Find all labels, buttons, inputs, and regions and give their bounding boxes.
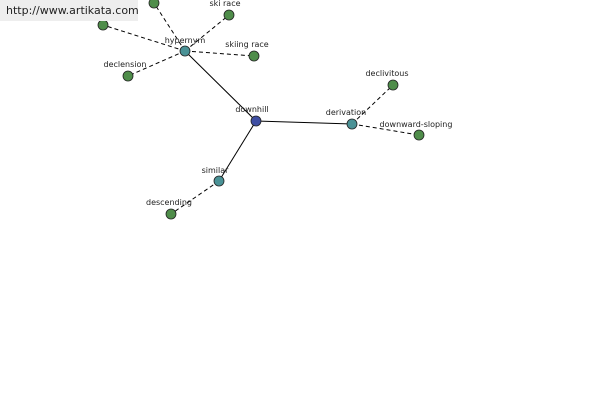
edge-hypernym-declension xyxy=(127,50,186,77)
node-leaf-top-b[interactable] xyxy=(97,19,109,31)
edge-derivation-declivitous xyxy=(351,84,394,125)
node-similar[interactable]: similar xyxy=(202,166,230,187)
edge-hypernym-leaf-top-a xyxy=(153,2,186,52)
nodes-layer: downhill hypernym derivation similar ski rac… xyxy=(97,0,453,220)
node-descending[interactable]: descending xyxy=(146,198,192,220)
edge-hypernym-leaf-top-b xyxy=(102,24,186,52)
edges-layer xyxy=(102,2,420,215)
node-dot-declivitous[interactable] xyxy=(387,79,399,91)
edge-similar-descending xyxy=(170,180,220,215)
node-label-ski-race: ski race xyxy=(209,0,240,8)
node-label-descending: descending xyxy=(146,198,192,207)
node-downhill[interactable]: downhill xyxy=(235,105,269,127)
node-dot-leaf-top-a[interactable] xyxy=(148,0,160,9)
node-dot-hypernym[interactable] xyxy=(179,45,191,57)
edge-derivation-downward-sloping xyxy=(351,123,420,136)
node-label-declivitous: declivitous xyxy=(365,69,408,78)
node-dot-ski-race[interactable] xyxy=(223,9,235,21)
edge-hypernym-skiing-race xyxy=(184,50,255,57)
edge-downhill-hypernym xyxy=(184,50,257,122)
node-skiing-race[interactable]: skiing race xyxy=(225,40,269,62)
source-url-label[interactable]: http://www.artikata.com xyxy=(0,0,139,21)
node-leaf-top-a[interactable] xyxy=(148,0,160,9)
node-ski-race[interactable]: ski race xyxy=(209,0,241,21)
node-hypernym[interactable]: hypernym xyxy=(165,36,206,57)
node-label-skiing-race: skiing race xyxy=(225,40,269,49)
node-dot-downhill[interactable] xyxy=(250,115,262,127)
node-label-declension: declension xyxy=(104,60,147,69)
node-dot-similar[interactable] xyxy=(213,175,225,187)
edge-downhill-derivation xyxy=(255,120,353,125)
node-declivitous[interactable]: declivitous xyxy=(365,69,409,91)
node-dot-descending[interactable] xyxy=(165,208,177,220)
node-dot-skiing-race[interactable] xyxy=(248,50,260,62)
node-dot-downward-sloping[interactable] xyxy=(413,129,425,141)
node-label-downward-sloping: downward-sloping xyxy=(380,120,453,129)
node-label-derivation: derivation xyxy=(326,108,366,117)
node-declension[interactable]: declension xyxy=(104,60,147,82)
node-dot-declension[interactable] xyxy=(122,70,134,82)
node-dot-derivation[interactable] xyxy=(346,118,358,130)
node-derivation[interactable]: derivation xyxy=(326,108,366,130)
node-label-similar: similar xyxy=(202,166,230,175)
edge-hypernym-ski-race xyxy=(184,14,230,52)
node-label-hypernym: hypernym xyxy=(165,36,206,45)
edge-downhill-similar xyxy=(218,120,257,182)
node-label-downhill: downhill xyxy=(235,105,268,114)
node-dot-leaf-top-b[interactable] xyxy=(97,19,109,31)
node-downward-sloping[interactable]: downward-sloping xyxy=(380,120,453,141)
